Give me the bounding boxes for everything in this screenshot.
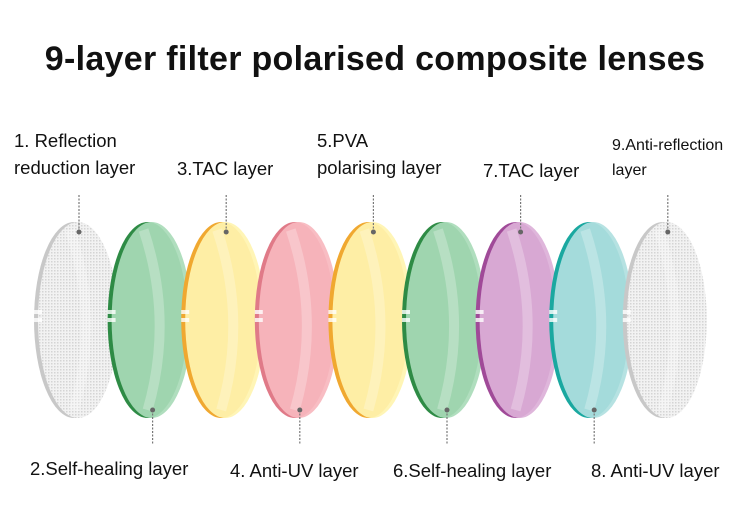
lens-3 — [185, 222, 266, 418]
lens-2 — [111, 222, 192, 418]
lens-notch — [254, 318, 263, 322]
lens-notch — [622, 318, 631, 322]
lens-6 — [406, 222, 486, 418]
lens-highlight — [506, 228, 533, 412]
lens-notch — [402, 310, 410, 314]
diagram-title: 9-layer filter polarised composite lense… — [44, 40, 706, 78]
lens-7 — [479, 222, 560, 418]
lens-9 — [626, 222, 707, 418]
label-layer-2: 2.Self-healing layer — [30, 458, 189, 479]
pin-dot — [591, 407, 597, 413]
pin-dot — [444, 407, 450, 413]
lens-5 — [332, 222, 413, 418]
lens-highlight — [580, 228, 607, 412]
lens-notch — [549, 310, 558, 314]
lens-1 — [38, 222, 118, 418]
lens-notch — [328, 318, 337, 322]
lens-notch — [107, 318, 116, 322]
lens-notch — [549, 318, 558, 322]
lens-notch — [181, 318, 190, 322]
pin-dot — [223, 229, 229, 235]
label-layer-8: 8. Anti-UV layer — [591, 460, 720, 481]
label-layer-6: 6.Self-healing layer — [393, 460, 552, 481]
lens-notch — [107, 310, 116, 314]
lens-notch — [475, 318, 484, 322]
lens-notch — [254, 310, 263, 314]
lens-notch — [328, 310, 337, 314]
lens-highlight — [138, 228, 165, 412]
lens-notch — [34, 318, 42, 322]
lens-highlight — [359, 228, 386, 412]
lens-4 — [258, 222, 339, 418]
pin-dot — [665, 229, 671, 235]
lens-8 — [553, 222, 634, 418]
pin-dot — [150, 407, 156, 413]
pin-dot — [518, 229, 524, 235]
lens-notch — [402, 318, 410, 322]
lens-highlight — [212, 228, 239, 412]
label-layer-3: 3.TAC layer — [177, 158, 274, 179]
lens-highlight — [654, 228, 680, 412]
lens-highlight — [65, 228, 91, 412]
pin-dot — [297, 407, 303, 413]
pin-dot — [76, 229, 82, 235]
pin-dot — [370, 229, 376, 235]
label-layer-4: 4. Anti-UV layer — [230, 460, 359, 481]
label-layer-7: 7.TAC layer — [483, 160, 580, 181]
lens-notch — [475, 310, 484, 314]
lens-highlight — [286, 228, 312, 412]
lens-notch — [34, 310, 42, 314]
lens-notch — [622, 310, 631, 314]
lens-notch — [181, 310, 190, 314]
lens-highlight — [433, 228, 460, 412]
